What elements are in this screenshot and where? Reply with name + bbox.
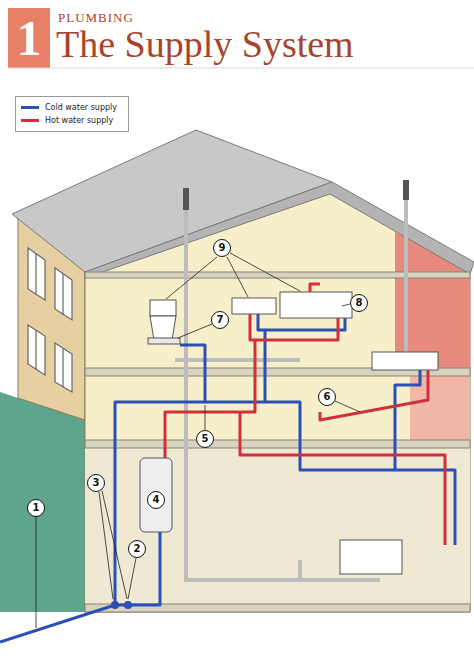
callout-number: 3 [87,474,105,492]
callout-number: 7 [211,311,229,329]
legend-text: Hot water supply [45,116,113,125]
legend-swatch [21,119,39,122]
legend-swatch [21,106,39,109]
callout-number: 4 [147,491,165,509]
chapter-box [8,8,50,68]
legend-row: Hot water supply [21,114,123,127]
callout-number: 1 [27,499,45,517]
legend-text: Cold water supply [45,103,117,112]
callout-number: 2 [128,540,146,558]
fixtures [140,292,438,574]
title: The Supply System [56,22,354,66]
windows [28,248,72,392]
legend-row: Cold water supply [21,101,123,114]
chapter-number: 1 [17,10,42,66]
section-heading: PLUMBING [58,10,134,26]
roof-edge [85,182,474,278]
callout-number: 9 [213,239,231,257]
leader-lines [36,253,360,628]
floors [85,272,470,612]
ground [0,392,85,612]
vent-stack [183,188,189,210]
cold-pipes [0,314,455,642]
legend-box: Cold water supplyHot water supply [15,96,129,132]
drain-pipes [175,200,406,580]
callout-number: 6 [318,388,336,406]
hot-pipes [165,284,445,545]
valves [111,601,132,609]
vent-stack [403,180,409,200]
basement [85,448,470,612]
callout-number: 8 [350,294,368,312]
callout-number: 5 [196,430,214,448]
